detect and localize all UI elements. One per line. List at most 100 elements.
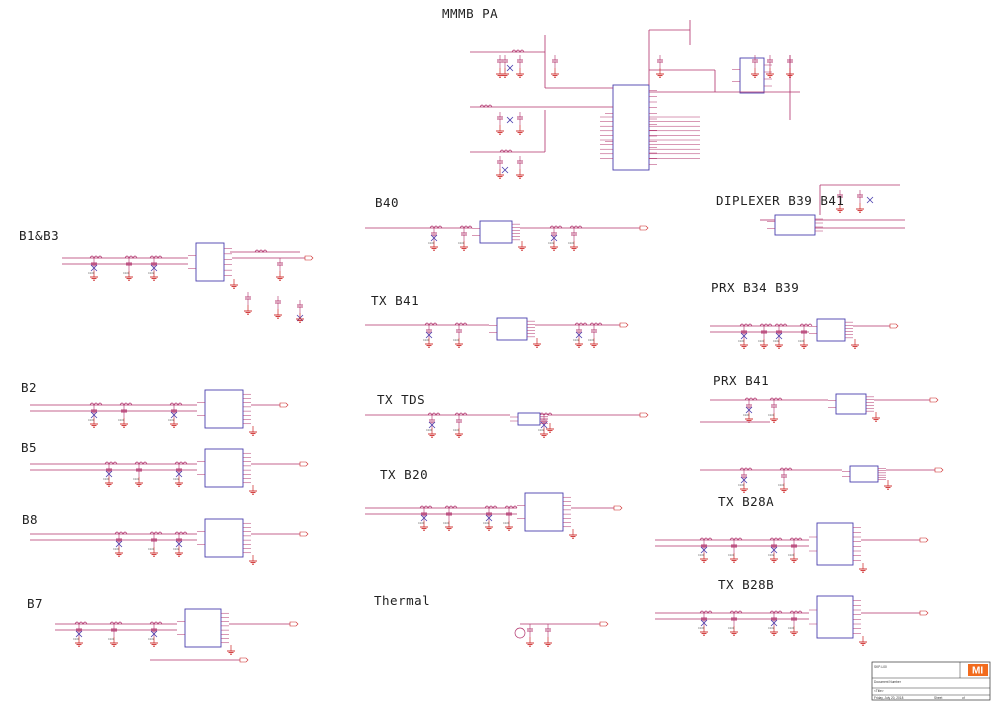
ic-package <box>517 412 541 426</box>
inductor <box>89 402 103 406</box>
component-ref: C101 <box>118 418 125 422</box>
component-ref: C100 <box>426 428 433 432</box>
dnp-mark <box>506 116 514 124</box>
net-port <box>919 610 929 616</box>
component-ref: C101 <box>728 626 735 630</box>
ic-package <box>774 214 816 236</box>
net-port <box>299 461 309 467</box>
dnp-mark <box>420 514 428 522</box>
inductor <box>454 412 468 416</box>
dnp-mark <box>485 514 493 522</box>
ic-package <box>816 318 846 342</box>
thermistor <box>514 627 526 639</box>
net-port <box>929 397 939 403</box>
section-title-prx-b41: PRX B41 <box>713 373 770 388</box>
section-title-b8: B8 <box>22 512 39 527</box>
component-ref: C102 <box>768 553 775 557</box>
component-ref: C100 <box>743 413 750 417</box>
inductor <box>569 225 583 229</box>
component-ref: C101 <box>728 553 735 557</box>
net-port <box>889 323 899 329</box>
section-title-tx-b28a: TX B28A <box>718 494 775 509</box>
section-title-tx-b28b: TX B28B <box>718 577 775 592</box>
dnp-mark <box>175 540 183 548</box>
component-ref: C100 <box>103 477 110 481</box>
ic-package <box>204 448 244 488</box>
component-ref: C100 <box>423 338 430 342</box>
inductor <box>149 621 163 625</box>
net-port <box>639 412 649 418</box>
component-ref: C100 <box>738 339 745 343</box>
ic-package <box>496 317 528 341</box>
component-ref: C101 <box>123 271 130 275</box>
inductor <box>759 323 773 327</box>
component-ref: C102 <box>173 477 180 481</box>
net-port <box>289 621 299 627</box>
inductor <box>124 255 138 259</box>
ic-package <box>835 393 867 415</box>
dnp-mark <box>775 332 783 340</box>
ic-package <box>849 465 879 483</box>
dnp-mark <box>150 630 158 638</box>
inductor <box>729 610 743 614</box>
component-ref: C102 <box>173 547 180 551</box>
dnp-mark <box>770 619 778 627</box>
inductor <box>499 149 513 153</box>
logo-badge <box>968 664 988 676</box>
net-port <box>934 467 944 473</box>
component-ref: C103 <box>568 241 575 245</box>
inductor <box>789 610 803 614</box>
section-title-b7: B7 <box>27 596 44 611</box>
section-title-tx-b20: TX B20 <box>380 467 429 482</box>
inductor <box>549 225 563 229</box>
ic-package <box>204 389 244 429</box>
dnp-mark <box>540 421 548 429</box>
title-block-sheet-label: Sheet <box>934 696 942 700</box>
inductor <box>699 537 713 541</box>
dnp-mark <box>745 406 753 414</box>
component-ref: C101 <box>458 241 465 245</box>
component-ref: C100 <box>698 626 705 630</box>
inductor <box>254 249 268 253</box>
component-ref: C101 <box>778 483 785 487</box>
section-title-tx-b41: TX B41 <box>371 293 420 308</box>
ic-package <box>524 492 564 532</box>
inductor <box>769 537 783 541</box>
inductor <box>149 255 163 259</box>
inductor <box>134 461 148 465</box>
inductor <box>744 397 758 401</box>
dnp-mark <box>150 264 158 272</box>
inductor <box>109 621 123 625</box>
inductor <box>589 322 603 326</box>
component-ref: C101 <box>108 637 115 641</box>
title-block-sub: <Title> <box>874 689 884 693</box>
inductor <box>119 402 133 406</box>
net-port <box>619 322 629 328</box>
inductor <box>427 412 441 416</box>
inductor <box>429 225 443 229</box>
inductor <box>444 505 458 509</box>
dnp-mark <box>700 546 708 554</box>
inductor <box>739 323 753 327</box>
component-ref: C102 <box>768 626 775 630</box>
net-port <box>239 657 249 663</box>
title-block <box>871 661 991 701</box>
component-ref: C102 <box>148 637 155 641</box>
dnp-mark <box>75 630 83 638</box>
inductor <box>419 505 433 509</box>
inductor <box>114 531 128 535</box>
inductor <box>424 322 438 326</box>
inductor <box>699 610 713 614</box>
net-port <box>304 255 314 261</box>
component-ref: C101 <box>443 521 450 525</box>
component-ref: C100 <box>698 553 705 557</box>
net-port <box>639 225 649 231</box>
component-ref: C101 <box>133 477 140 481</box>
dnp-mark <box>770 546 778 554</box>
component-ref: C103 <box>788 626 795 630</box>
inductor <box>454 322 468 326</box>
component-ref: C100 <box>73 637 80 641</box>
logo-text: MI <box>972 666 983 677</box>
ic-package <box>204 518 244 558</box>
dnp-mark <box>170 411 178 419</box>
